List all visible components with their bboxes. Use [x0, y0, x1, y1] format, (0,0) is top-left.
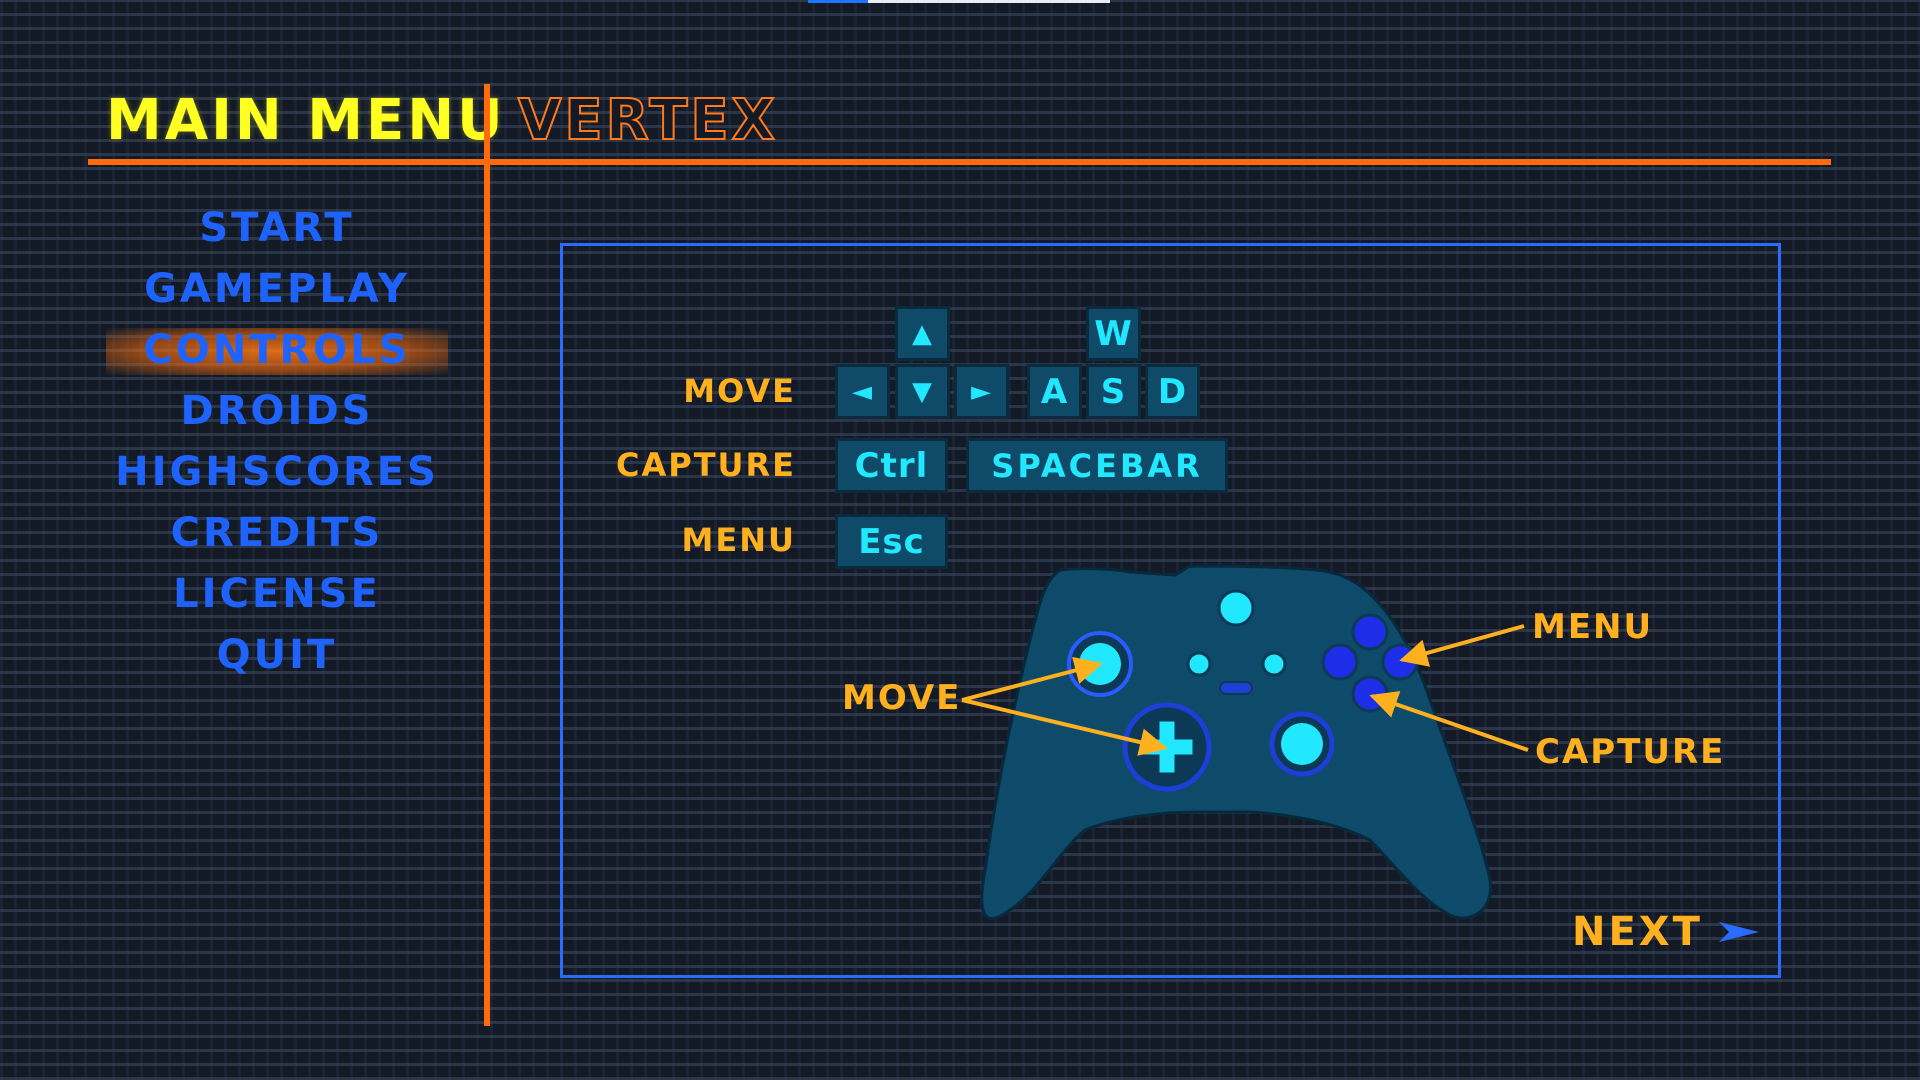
menu-item-highscores[interactable]: HIGHSCORES	[115, 449, 439, 495]
esc-key: Esc	[835, 514, 948, 569]
d-key: D	[1145, 364, 1200, 419]
menu-item-droids[interactable]: DROIDS	[180, 388, 374, 434]
menu-arrow	[1399, 624, 1525, 667]
main-menu-list: START GAMEPLAY CONTROLS DROIDS HIGHSCORE…	[100, 198, 454, 686]
arrow-down-key: ▼	[895, 364, 950, 419]
ctrl-key: Ctrl	[835, 438, 948, 493]
s-key: S	[1086, 364, 1141, 419]
share-button	[1219, 681, 1253, 695]
face-button-bottom	[1351, 675, 1389, 713]
face-button-right	[1381, 643, 1419, 681]
gamepad-capture-label: CAPTURE	[1535, 732, 1726, 772]
a-key: A	[1027, 364, 1082, 419]
menu-item-quit[interactable]: QUIT	[216, 632, 338, 678]
main-menu-title: MAIN MENU	[106, 88, 506, 153]
start-button	[1261, 651, 1287, 677]
menu-item-start[interactable]: START	[199, 205, 355, 251]
gamepad-menu-label: MENU	[1532, 607, 1654, 647]
menu-item-credits[interactable]: CREDITS	[170, 510, 384, 556]
keyboard-capture-label: CAPTURE	[615, 446, 796, 484]
menu-item-license[interactable]: LICENSE	[173, 571, 381, 617]
keyboard-move-label: MOVE	[683, 372, 796, 410]
next-label: NEXT	[1572, 909, 1703, 955]
arrow-right-key: ►	[954, 364, 1009, 419]
face-button-left	[1321, 643, 1359, 681]
spacebar-key: SPACEBAR	[966, 438, 1228, 493]
menu-item-controls[interactable]: CONTROLS	[100, 320, 454, 381]
gamepad-move-label: MOVE	[842, 678, 962, 718]
move-arrow-dpad	[961, 698, 1168, 756]
face-button-top	[1351, 613, 1389, 651]
sidebar-divider	[484, 84, 490, 1026]
window-tab-indicator	[808, 0, 1110, 3]
controls-panel	[560, 243, 1781, 978]
next-button[interactable]: NEXT	[1572, 909, 1761, 955]
arrow-left-key: ◄	[835, 364, 890, 419]
capture-arrow	[1369, 691, 1529, 752]
move-arrow-stick	[961, 656, 1103, 702]
app-title: VERTEX	[517, 87, 778, 154]
view-button	[1186, 651, 1212, 677]
w-key: W	[1086, 306, 1141, 361]
arrow-up-key: ▲	[895, 306, 950, 361]
menu-item-gameplay[interactable]: GAMEPLAY	[144, 266, 410, 312]
arrow-right-icon	[1718, 922, 1759, 942]
keyboard-menu-label: MENU	[681, 521, 796, 559]
header-divider	[88, 159, 1831, 165]
guide-button	[1217, 589, 1255, 627]
